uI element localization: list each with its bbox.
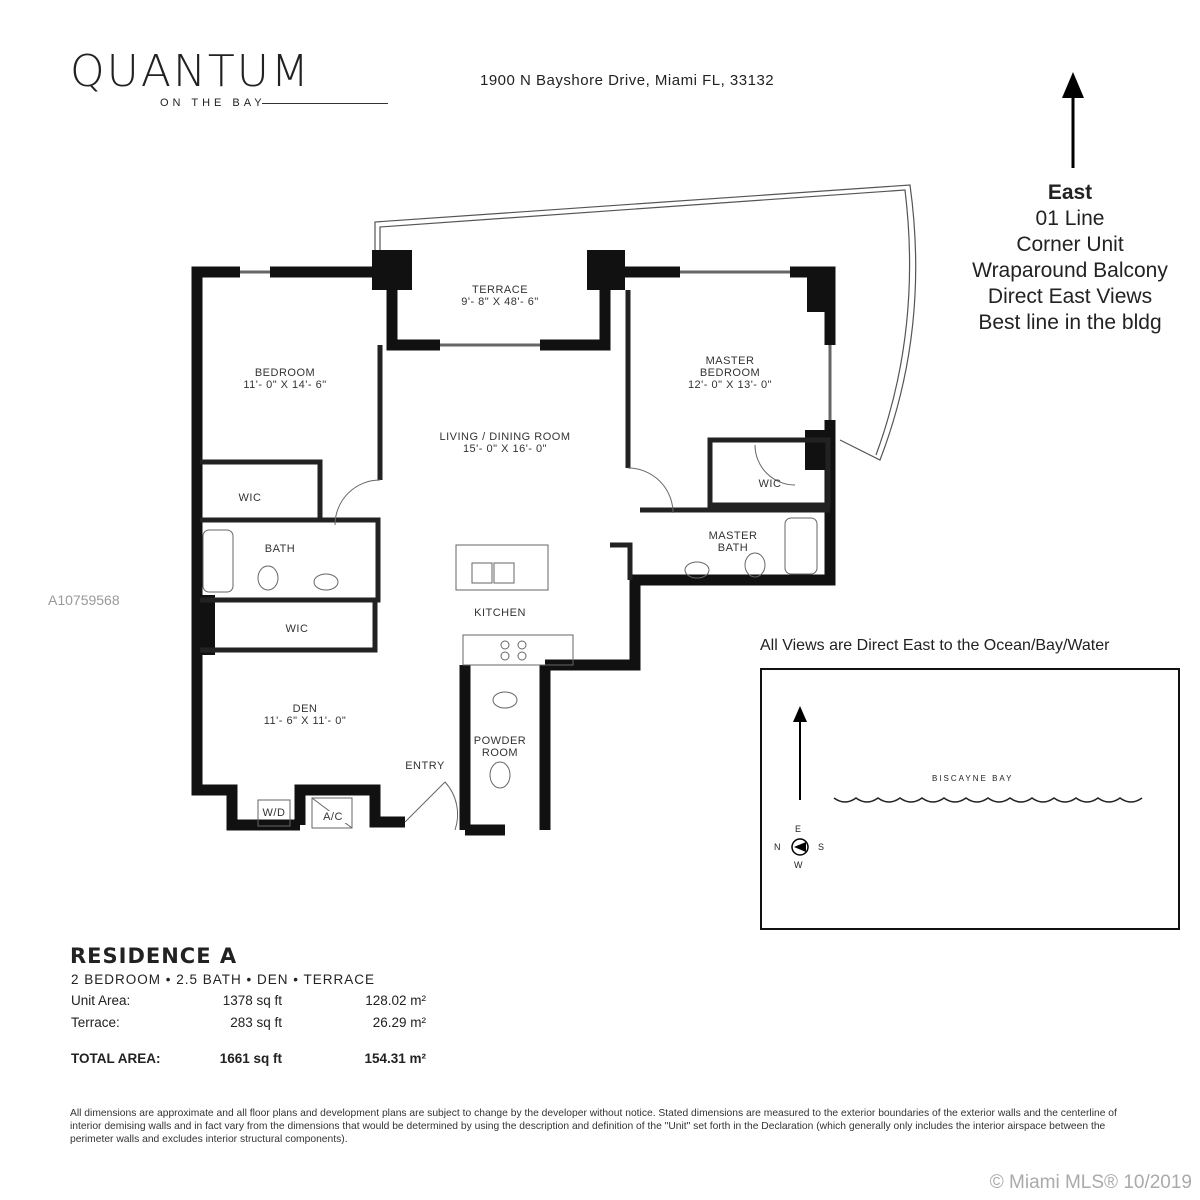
room-entry: ENTRY (405, 760, 445, 772)
area-m2: 128.02 m² (365, 993, 426, 1008)
water-line (833, 797, 1143, 803)
room-den-wic: WIC (285, 623, 309, 635)
disclaimer: All dimensions are approximate and all f… (70, 1108, 1117, 1145)
address: 1900 N Bayshore Drive, Miami FL, 33132 (480, 72, 775, 89)
note-line: Best line in the bldg (978, 311, 1162, 334)
column (372, 250, 412, 290)
note-line: Wraparound Balcony (972, 259, 1168, 282)
room-kitchen: KITCHEN (474, 607, 526, 619)
fixtures (202, 270, 832, 831)
area-m2: 26.29 m² (372, 1015, 426, 1030)
terrace-outline (374, 184, 917, 461)
floor-plan-drawing (191, 184, 917, 836)
column (807, 272, 835, 312)
area-row: Unit Area: 1378 sq ft 128.02 m² (71, 993, 431, 1011)
column (193, 595, 215, 655)
area-sqft: 283 sq ft (230, 1015, 282, 1030)
total-sqft: 1661 sq ft (219, 1051, 282, 1066)
interior-walls (200, 290, 831, 653)
total-m2: 154.31 m² (364, 1051, 426, 1066)
arrow-up-icon (1062, 72, 1084, 168)
orientation-notes: East 01 Line Corner Unit Wraparound Balc… (940, 180, 1200, 336)
views-note: All Views are Direct East to the Ocean/B… (760, 637, 1110, 654)
note-line: 01 Line (1035, 207, 1105, 230)
note-line: Direct East Views (987, 285, 1153, 308)
water-label: BISCAYNE BAY (932, 774, 1014, 783)
site-map-drawing (791, 706, 1143, 856)
compass-icon (791, 838, 809, 856)
room-master-wic: WIC (758, 478, 782, 490)
area-label: Unit Area: (71, 993, 131, 1008)
compass-e: E (795, 824, 802, 834)
residence-subtitle: 2 BEDROOM • 2.5 BATH • DEN • TERRACE (71, 972, 375, 987)
total-label: TOTAL AREA: (71, 1051, 161, 1066)
compass-s: S (818, 842, 825, 852)
orientation-title: East (1047, 181, 1093, 204)
room-bath: BATH (264, 543, 296, 555)
room-ac: A/C (318, 811, 348, 823)
listing-id-watermark: A10759568 (48, 592, 120, 608)
room-wic: WIC (238, 492, 262, 504)
note-line: Corner Unit (1016, 233, 1124, 256)
logo-subtitle: ON THE BAY (160, 97, 266, 109)
compass-n: N (774, 842, 781, 852)
site-map: BISCAYNE BAY E N S W (760, 668, 1180, 930)
logo-divider (262, 103, 388, 104)
residence-title: RESIDENCE A (70, 944, 238, 968)
room-wd: W/D (262, 807, 286, 819)
logo: QUANTUM (70, 46, 311, 97)
area-label: Terrace: (71, 1015, 120, 1030)
area-row: Terrace: 283 sq ft 26.29 m² (71, 1015, 431, 1033)
walls (191, 266, 836, 836)
compass-w: W (794, 860, 803, 870)
total-area-row: TOTAL AREA: 1661 sq ft 154.31 m² (71, 1051, 431, 1069)
area-sqft: 1378 sq ft (222, 993, 282, 1008)
column (587, 250, 625, 290)
copyright-watermark: © Miami MLS® 10/2019 (989, 1172, 1192, 1193)
